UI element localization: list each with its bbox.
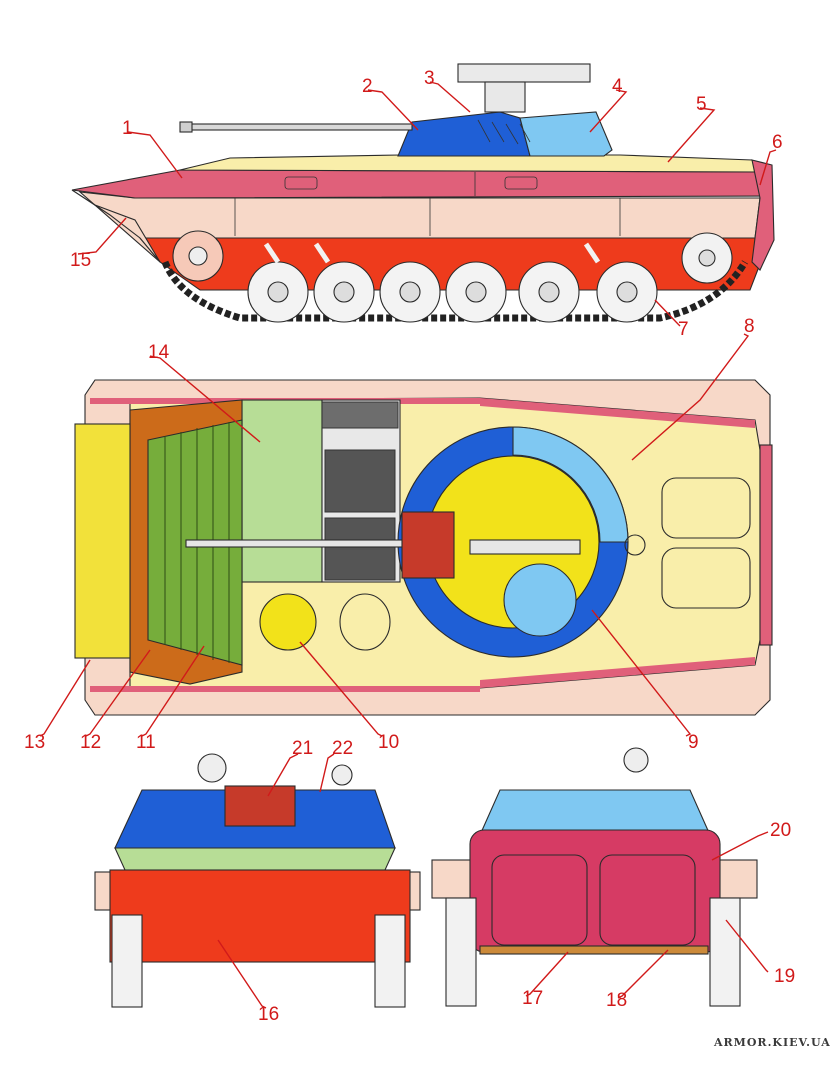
callout-7: 7 (678, 319, 689, 340)
grille-lines (321, 401, 399, 581)
callout-15: 15 (70, 250, 91, 271)
callout-13: 13 (24, 732, 45, 753)
rear-door-right (599, 854, 696, 946)
front-louver-strip (114, 847, 396, 871)
rear-door-left (491, 854, 588, 946)
callout-2: 2 (362, 76, 373, 97)
turret-hatch (503, 563, 577, 637)
site-credit: ARMOR.KIEV.UA (713, 1036, 831, 1049)
side-panel-lines (234, 172, 621, 236)
front-view (94, 753, 421, 1008)
engine-deck (241, 399, 323, 583)
front-searchlight (197, 753, 227, 783)
top-view (74, 379, 773, 716)
side-view (71, 63, 775, 323)
callout-8: 8 (744, 316, 755, 337)
front-mantlet (224, 785, 296, 827)
callout-14: 14 (148, 342, 170, 363)
road-wheels (247, 261, 658, 323)
main-gun-barrel (181, 123, 413, 131)
missile-launcher-tube (457, 63, 591, 83)
callout-10: 10 (378, 732, 399, 753)
front-track-right (374, 914, 406, 1008)
hull-pink-band (71, 169, 769, 199)
callout-4: 4 (612, 76, 623, 97)
callout-20: 20 (770, 820, 791, 841)
callout-19: 19 (774, 966, 795, 987)
gun-mantlet (401, 511, 455, 579)
nose-plate (74, 423, 131, 659)
callout-21: 21 (292, 738, 313, 759)
rear-track-left (445, 897, 477, 1007)
top-rail-left-lower (90, 686, 480, 692)
callout-16: 16 (258, 1004, 279, 1025)
turret-ring-light (512, 426, 629, 543)
rear-hull (751, 159, 775, 271)
front-glacis (109, 869, 411, 963)
callout-numbers: 1 2 3 4 5 6 7 8 9 10 11 12 13 14 15 16 1… (24, 68, 795, 1025)
front-track-left (111, 914, 143, 1008)
rear-track-right (709, 897, 741, 1007)
track (161, 260, 749, 322)
callout-12: 12 (80, 732, 101, 753)
launcher-top (469, 539, 581, 555)
callout-1: 1 (122, 118, 133, 139)
rear-view (431, 747, 758, 1007)
turret-front (397, 111, 531, 157)
deck-top (179, 154, 762, 173)
rear-hatch-1 (661, 477, 751, 539)
callout-6: 6 (772, 132, 783, 153)
nose-wedge (71, 189, 161, 263)
callout-11: 11 (136, 732, 156, 753)
rear-end (759, 444, 773, 646)
callout-18: 18 (606, 990, 627, 1011)
callout-9: 9 (688, 732, 699, 753)
callout-5: 5 (696, 94, 707, 115)
shock-absorbers (263, 242, 601, 264)
launcher-mount (484, 81, 526, 113)
commander-hatch (339, 593, 391, 651)
top-gun-barrel (185, 539, 411, 548)
rear-turret (479, 789, 711, 836)
gun-muzzle (179, 121, 193, 133)
leader-lines (39, 81, 777, 1009)
driver-hatch (259, 593, 317, 651)
turret-rear (519, 111, 613, 157)
callout-17: 17 (522, 988, 543, 1009)
top-rail-lower (480, 657, 755, 688)
rear-step (479, 945, 709, 955)
callout-3: 3 (424, 68, 435, 89)
callout-22: 22 (332, 738, 353, 759)
rear-hatch-2 (661, 547, 751, 609)
top-rail-upper (480, 398, 755, 428)
